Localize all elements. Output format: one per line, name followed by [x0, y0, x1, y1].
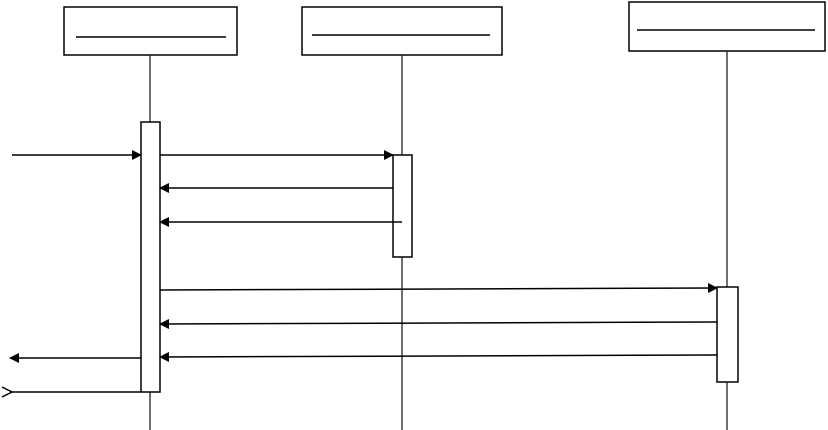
message-arrow-return-p3-2 — [159, 351, 718, 362]
participant-box — [301, 6, 503, 56]
participant-box — [63, 6, 238, 56]
participant-box — [628, 1, 826, 52]
activation-bar-p2 — [392, 154, 413, 258]
participant-p2 — [301, 6, 503, 56]
participant-p3 — [628, 1, 826, 52]
activation-bar-p1 — [140, 121, 161, 393]
message-arrow-call-p3 — [159, 283, 718, 294]
participant-p1 — [63, 6, 238, 56]
activation-bar-p3 — [716, 286, 739, 383]
message-arrow-return-p3-1 — [159, 318, 718, 329]
